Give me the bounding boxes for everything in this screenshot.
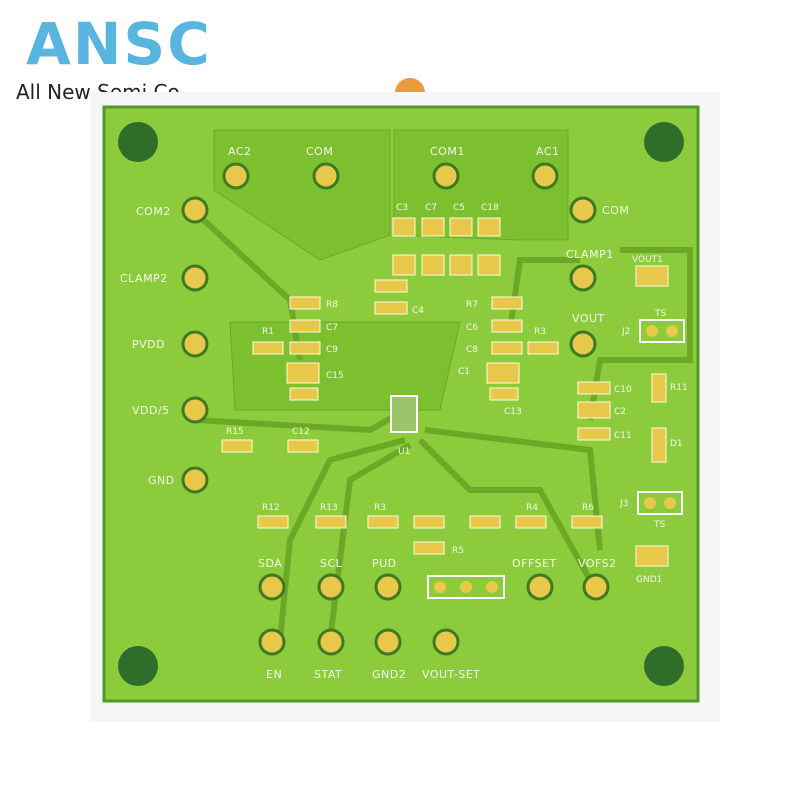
ref-r7: R7	[466, 300, 478, 310]
ref-j3: J3	[619, 499, 628, 509]
tp-label-clamp2: CLAMP2	[120, 272, 168, 285]
mounting-hole	[644, 646, 684, 686]
tp-label-ac2: AC2	[228, 145, 252, 158]
tp-label-vdd5: VDD/5	[132, 404, 170, 417]
mounting-hole	[644, 122, 684, 162]
ref-c1: C1	[458, 367, 470, 377]
ic-u1	[390, 395, 418, 433]
tp-label-gnd: GND	[148, 474, 175, 487]
ref-c18: C18	[481, 203, 499, 213]
tp-label-sda: SDA	[258, 557, 282, 570]
ref-c13: C13	[504, 407, 522, 417]
tp-label-scl: SCL	[320, 557, 343, 570]
header-pin	[486, 581, 498, 593]
smd-pads	[221, 217, 669, 567]
tp-label-vout-set: VOUT-SET	[422, 668, 480, 681]
ref-c12: C12	[292, 427, 310, 437]
ref-c6: C6	[466, 323, 478, 333]
pad-label-vout1: VOUT1	[632, 255, 663, 265]
tp-label-gnd2: GND2	[372, 668, 406, 681]
connector-pin	[646, 325, 658, 337]
header-3pin	[427, 575, 505, 599]
ref-c4: C4	[412, 306, 424, 316]
ref-u1: U1	[398, 447, 410, 457]
ref-r15: R15	[226, 427, 244, 437]
ref-r3-bottom: R3	[374, 503, 386, 513]
tp-label-vout: VOUT	[572, 312, 605, 325]
connector-pin	[644, 497, 656, 509]
tp-label-com: COM	[306, 145, 333, 158]
ref-r13: R13	[320, 503, 338, 513]
ref-c10: C10	[614, 385, 632, 395]
ref-d1: D1	[670, 439, 683, 449]
tp-label-offset: OFFSET	[512, 557, 557, 570]
connector-j3	[637, 491, 683, 515]
tp-label-stat: STAT	[314, 668, 342, 681]
copper-region-center	[229, 321, 461, 411]
connector-pin	[666, 325, 678, 337]
copper-region-left	[213, 129, 391, 261]
ref-c5: C5	[453, 203, 465, 213]
ref-r8: R8	[326, 300, 338, 310]
tp-label-vofs2: VOFS2	[578, 557, 617, 570]
tp-label-ac1: AC1	[536, 145, 560, 158]
mounting-hole	[118, 122, 158, 162]
ref-c11: C11	[614, 431, 632, 441]
tp-label-clamp1: CLAMP1	[566, 248, 614, 261]
header-pin	[434, 581, 446, 593]
ref-j2-name: TS	[654, 309, 666, 319]
ref-r11: R11	[670, 383, 688, 393]
header-pin	[460, 581, 472, 593]
tp-label-com-right: COM	[602, 204, 629, 217]
ref-r6: R6	[582, 503, 594, 513]
tp-label-pud: PUD	[372, 557, 397, 570]
pad-label-gnd1: GND1	[636, 575, 662, 585]
ref-c8: C8	[466, 345, 478, 355]
mounting-hole	[118, 646, 158, 686]
ref-r4: R4	[526, 503, 538, 513]
ref-j3-name: TS	[653, 520, 665, 530]
ref-c7: C7	[326, 323, 338, 333]
ref-r1: R1	[262, 327, 274, 337]
ref-c9: C9	[326, 345, 338, 355]
connector-j2	[639, 319, 685, 343]
tp-label-en: EN	[266, 668, 282, 681]
ref-r3-top: R3	[534, 327, 546, 337]
logo-mark: ANSC	[26, 10, 212, 78]
ref-c2: C2	[614, 407, 626, 417]
ref-r12: R12	[262, 503, 280, 513]
ref-c7b: C7	[425, 203, 437, 213]
ref-r5: R5	[452, 546, 464, 556]
tp-label-com2: COM2	[136, 205, 171, 218]
ref-c15: C15	[326, 371, 344, 381]
connector-pin	[664, 497, 676, 509]
silkscreen-labels: AC2 COM1 COM AC1 COM2 COM CLAMP2 CLAMP1 …	[120, 145, 688, 681]
tp-label-com1: COM1	[430, 145, 465, 158]
tp-label-pvdd: PVDD	[132, 338, 165, 351]
ref-j2: J2	[621, 327, 630, 337]
test-point-holes	[181, 162, 610, 656]
ref-c3: C3	[396, 203, 408, 213]
